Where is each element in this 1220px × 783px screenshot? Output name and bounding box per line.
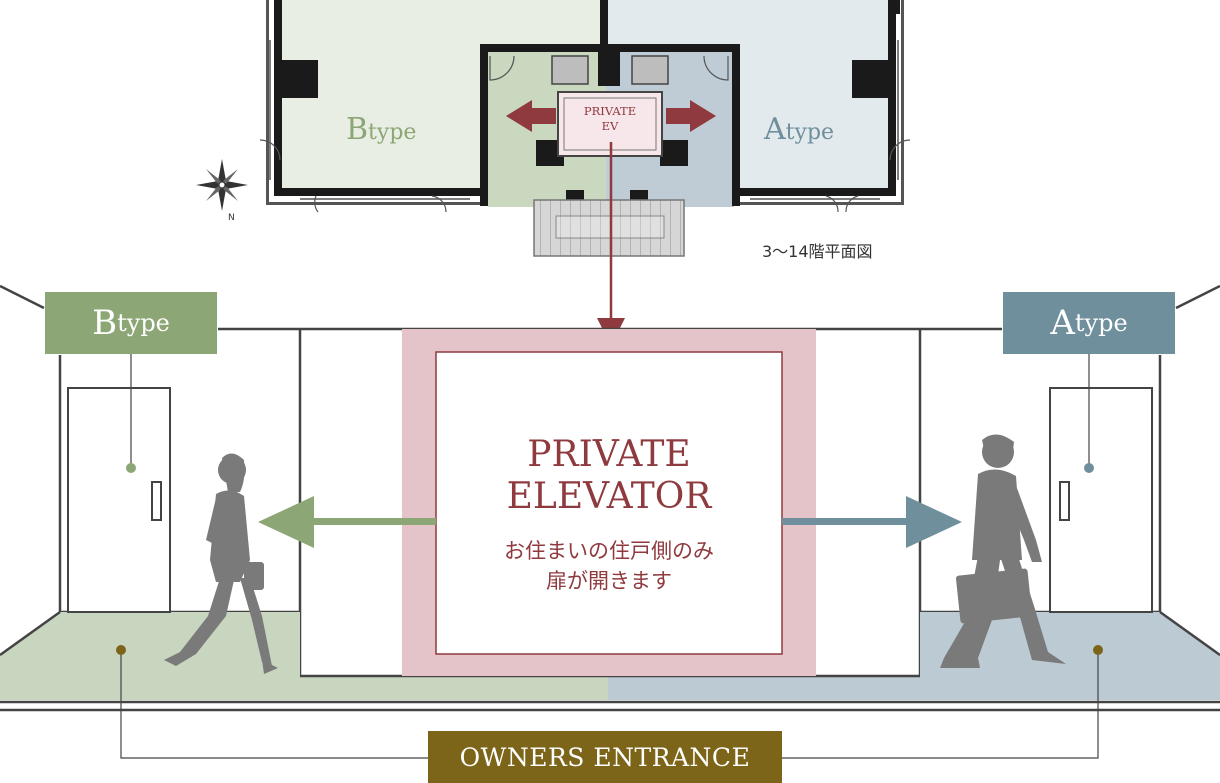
woman-silhouette (164, 453, 278, 674)
elevator-title-line1: PRIVATE (527, 434, 691, 475)
man-silhouette (940, 434, 1066, 668)
arrow-right-blue (906, 496, 962, 548)
floor-plan-caption: 3〜14階平面図 (762, 242, 873, 261)
compass-north-label: N (228, 213, 235, 223)
corridor (0, 284, 1220, 759)
floor-a (608, 612, 1220, 700)
tag-b-suffix: type (117, 309, 170, 337)
plan-ev-line2: EV (601, 119, 619, 133)
floor-plan: N (196, 0, 911, 346)
owners-entrance-label: OWNERS ENTRANCE (428, 731, 782, 783)
elevator-note: お住まいの住戸側のみ 扉が開きます (436, 536, 782, 596)
tag-a-suffix: type (1074, 309, 1128, 337)
elevator-title: PRIVATE ELEVATOR (436, 434, 782, 518)
plan-label-a-letter: A (764, 112, 786, 147)
plan-arrow-left (506, 100, 556, 132)
door-a-handle (1059, 481, 1070, 521)
plan-arrow-right (666, 100, 716, 132)
elevator-note-line1: お住まいの住戸側のみ (504, 539, 714, 563)
elevator-title-line2: ELEVATOR (506, 476, 712, 517)
elevator-door (435, 351, 783, 655)
plan-label-b-letter: B (346, 112, 369, 147)
floor-b (0, 612, 608, 700)
plan-ev-line1: PRIVATE (583, 104, 637, 118)
arrow-left-green (258, 496, 314, 548)
elevator-note-line2: 扉が開きます (546, 569, 672, 593)
plan-ev-label: PRIVATE EV (564, 104, 656, 134)
plan-label-b: Btype (346, 112, 416, 147)
stairs (533, 199, 685, 257)
tag-b-letter: B (92, 303, 118, 343)
compass-icon: N (196, 159, 248, 223)
plan-label-b-suffix: type (368, 120, 417, 145)
door-b-handle (151, 481, 162, 521)
plan-label-a-suffix: type (785, 120, 835, 145)
tag-a-letter: A (1050, 303, 1075, 343)
plan-label-a: Atype (764, 112, 834, 147)
